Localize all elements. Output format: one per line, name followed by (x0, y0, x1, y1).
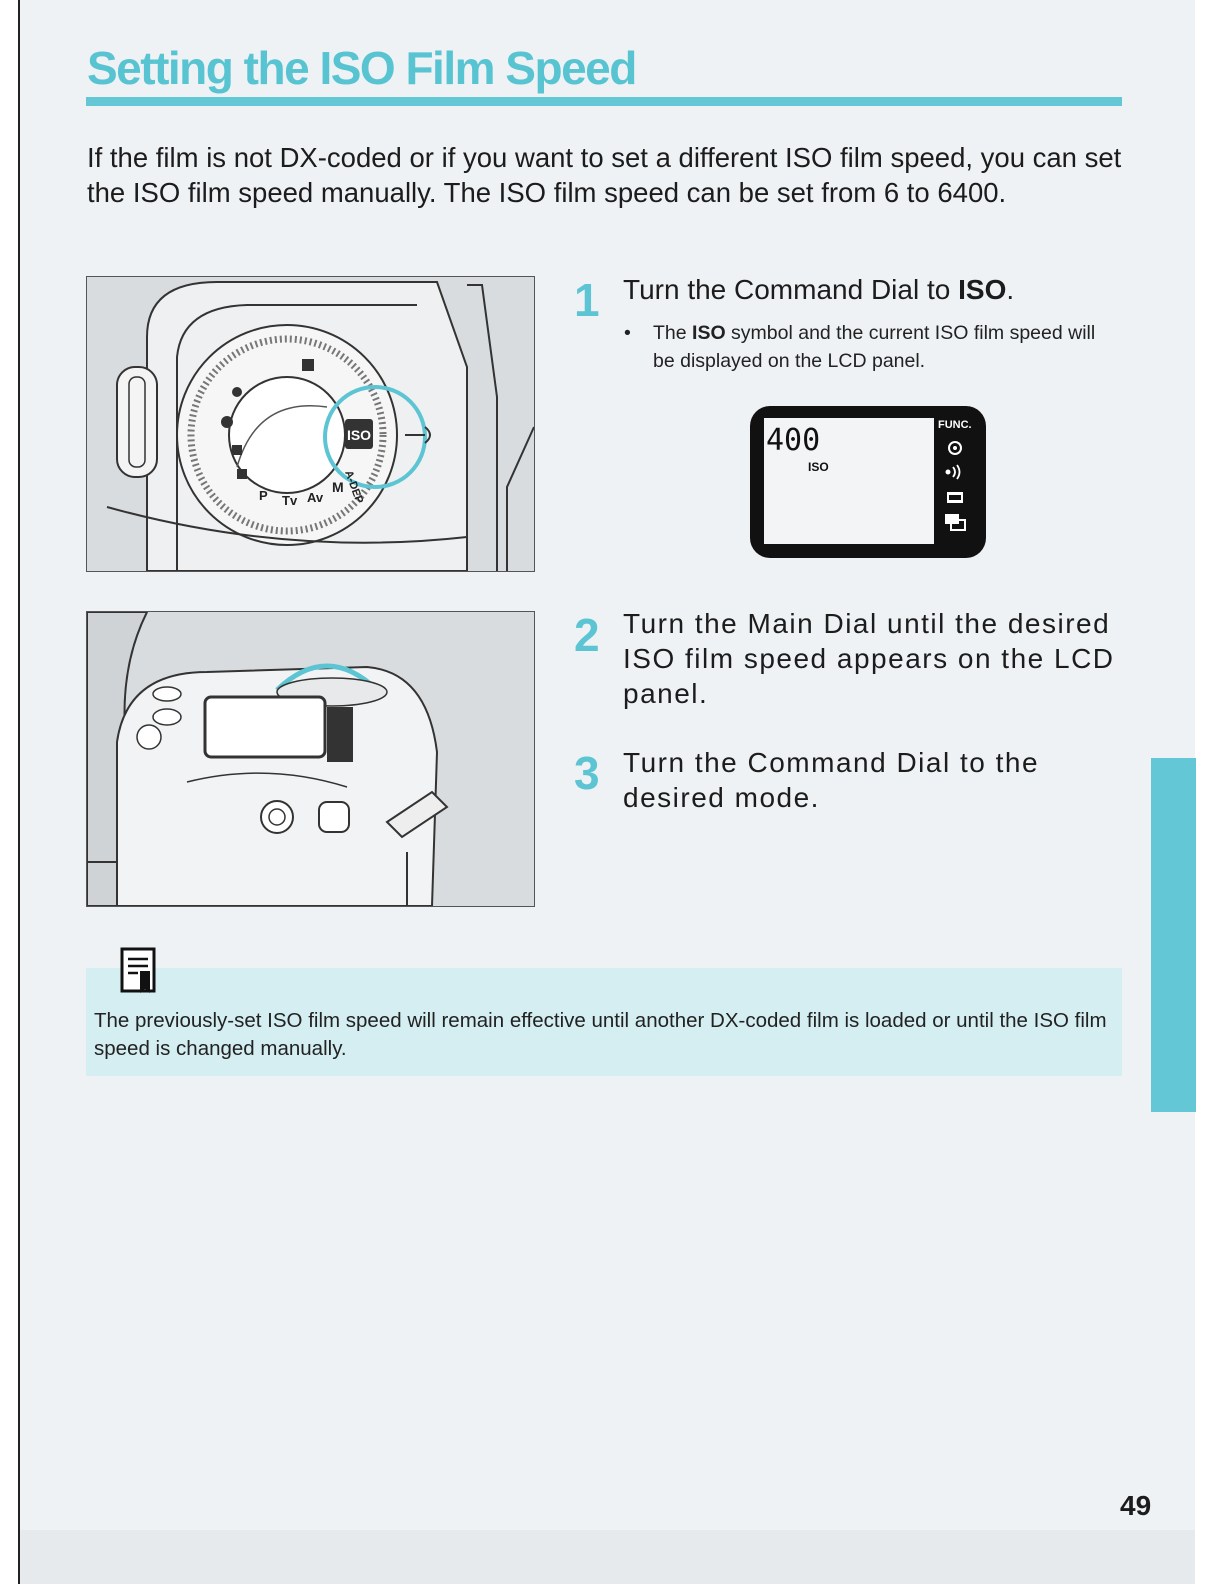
step-2-text: Turn the Main Dial until the desired ISO… (623, 608, 1115, 709)
step-1-text: Turn the Command Dial to ISO. (623, 272, 1121, 307)
note-box (86, 968, 1122, 1076)
lcd-iso-label: ISO (808, 460, 829, 474)
title-underline (86, 97, 1122, 106)
page-title: Setting the ISO Film Speed (87, 42, 637, 94)
single-frame-icon (947, 492, 963, 503)
note-icon (120, 947, 160, 1002)
beep-icon (945, 464, 961, 480)
lcd-func-label: FUNC. (938, 419, 972, 431)
step-1-bullet: • The ISO symbol and the current ISO fil… (624, 319, 1121, 375)
bottom-band (20, 1530, 1195, 1584)
main-dial-illustration (86, 611, 535, 907)
continuous-frame-icon (945, 514, 966, 531)
note-text: The previously-set ISO film speed will r… (94, 1009, 1107, 1060)
intro-paragraph: If the film is not DX-coded or if you wa… (87, 142, 1122, 208)
dial-m-label: M (332, 479, 344, 495)
bullet-text-bold: ISO (692, 322, 726, 344)
lcd-panel-illustration: 400 ISO FUNC. (748, 404, 988, 565)
step-3-text: Turn the Command Dial to the desired mod… (623, 747, 1040, 813)
step-1-number: 1 (574, 274, 600, 326)
step-2-number: 2 (574, 609, 600, 661)
page-number: 49 (1120, 1490, 1152, 1521)
dial-p-label: P (259, 488, 268, 503)
dial-av-label: Av (307, 490, 324, 505)
red-eye-icon (948, 441, 962, 455)
step-1-text-end: . (1006, 274, 1015, 305)
step-1-text-start: Turn the Command Dial to (623, 274, 959, 305)
page-edge-rule (18, 0, 20, 1584)
dial-tv-label: Tv (282, 493, 298, 508)
bullet-text-end: symbol and the current ISO film speed wi… (653, 322, 1096, 372)
step-3-number: 3 (574, 747, 600, 799)
bullet-text-start: The (653, 322, 693, 344)
step-1-text-bold: ISO (958, 274, 1007, 305)
command-dial-illustration: ISO A-DEP M Av Tv P (86, 276, 535, 572)
section-side-tab (1151, 758, 1196, 1112)
dial-iso-label: ISO (347, 427, 371, 443)
bullet-marker: • (624, 322, 631, 344)
lcd-iso-value: 400 (766, 423, 820, 458)
